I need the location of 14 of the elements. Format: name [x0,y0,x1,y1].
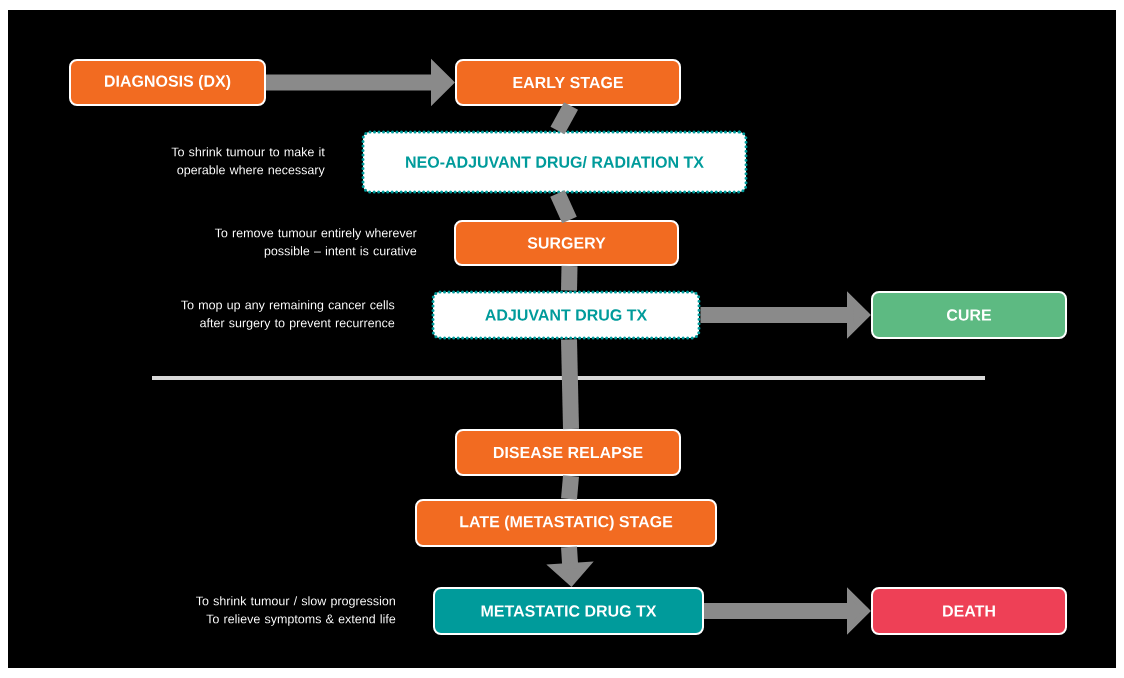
annotation-text: To shrink tumour to make it operable where necessary [171,147,325,177]
stage-box: METASTATIC DRUG TX [433,587,704,635]
stage-box: EARLY STAGE [455,59,681,106]
annotation-text: To mop up any remaining cancer cells after surgery to prevent recurrence [181,300,395,330]
stage-box: SURGERY [454,220,679,266]
stage-box: CURE [871,291,1067,339]
stage-box: DEATH [871,587,1067,635]
treatment-box: NEO-ADJUVANT DRUG/ RADIATION TX [361,130,748,194]
stage-box: LATE (METASTATIC) STAGE [415,499,717,547]
stage-box: DIAGNOSIS (DX) [69,59,266,106]
annotation-text: To remove tumour entirely wherever possible – intent is curative [214,228,417,258]
annotation-text: To shrink tumour / slow progression To relieve symptoms & extend life [196,596,396,626]
treatment-box: ADJUVANT DRUG TX [431,290,701,340]
stage-box: DISEASE RELAPSE [455,429,681,476]
